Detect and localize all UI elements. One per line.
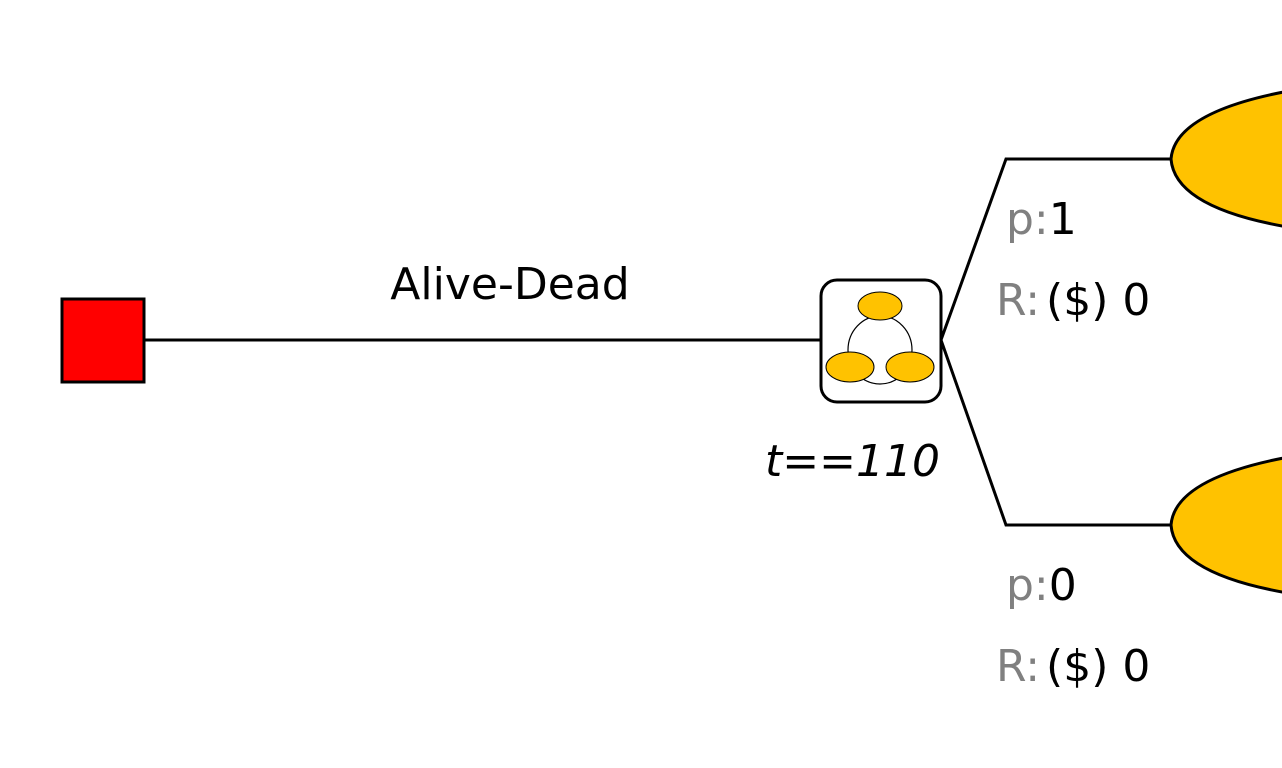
- root-node-red-square[interactable]: [60, 297, 146, 384]
- outcome-2-r-prefix: R:: [996, 641, 1040, 692]
- outcome-1-reward: R:($) 0: [996, 275, 1150, 326]
- markov-node-icon: [825, 291, 935, 385]
- terminal-node-2[interactable]: [1169, 455, 1282, 595]
- outcome-2-p-value: 0: [1049, 560, 1077, 611]
- outcome-2-probability: p:0: [1006, 560, 1077, 611]
- outcome-1-p-prefix: p:: [1006, 194, 1049, 245]
- branch-label: Alive-Dead: [390, 259, 629, 310]
- outcome-2-reward: R:($) 0: [996, 641, 1150, 692]
- markov-condition-label: t==110: [765, 436, 940, 487]
- outcome-2-r-value: ($) 0: [1046, 641, 1150, 692]
- markov-node[interactable]: [819, 278, 943, 404]
- terminal-node-1[interactable]: [1169, 89, 1282, 229]
- outcome-1-branch-line: [939, 157, 1172, 341]
- outcome-2-p-prefix: p:: [1006, 560, 1049, 611]
- outcome-1-r-prefix: R:: [996, 275, 1040, 326]
- outcome-1-probability: p:1: [1006, 194, 1077, 245]
- outcome-1-p-value: 1: [1049, 194, 1077, 245]
- outcome-2-branch-line: [939, 339, 1172, 527]
- outcome-1-r-value: ($) 0: [1046, 275, 1150, 326]
